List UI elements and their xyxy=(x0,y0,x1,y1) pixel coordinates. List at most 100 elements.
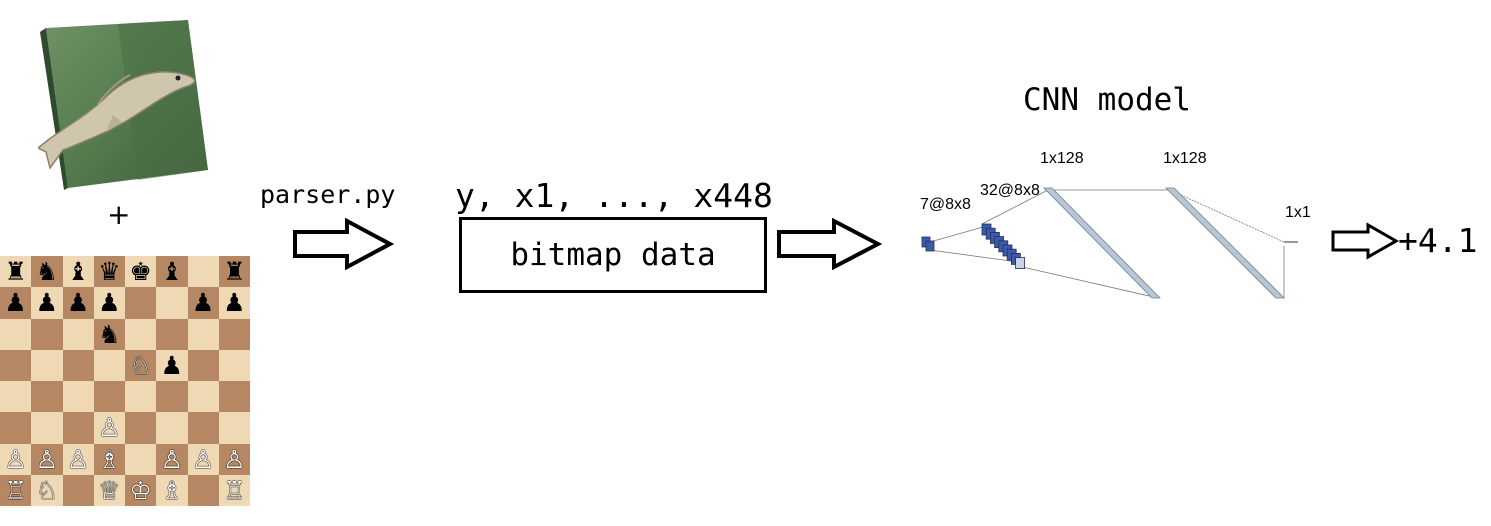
board-square: ♘ xyxy=(125,349,157,381)
conv-layer-1 xyxy=(921,236,935,252)
board-square xyxy=(62,318,94,350)
board-square xyxy=(62,381,94,413)
plus-sign: + xyxy=(107,198,131,231)
white-piece-icon: ♙ xyxy=(223,444,246,474)
white-piece-icon: ♖ xyxy=(4,475,27,505)
white-piece-icon: ♖ xyxy=(223,475,246,505)
board-square xyxy=(62,474,94,506)
black-piece-icon: ♞ xyxy=(35,257,59,287)
board-square xyxy=(31,381,63,413)
board-square: ♙ xyxy=(0,443,32,475)
board-square xyxy=(125,318,157,350)
board-square xyxy=(218,349,250,381)
board-square xyxy=(187,256,219,288)
black-piece-icon: ♟ xyxy=(223,288,246,318)
board-square xyxy=(0,412,32,444)
board-square xyxy=(156,287,188,319)
black-piece-icon: ♟ xyxy=(98,288,121,318)
board-square xyxy=(187,349,219,381)
layer-label-output: 1x1 xyxy=(1285,204,1311,221)
white-piece-icon: ♙ xyxy=(98,413,121,443)
board-square: ♗ xyxy=(93,443,125,475)
black-piece-icon: ♚ xyxy=(129,257,152,287)
cnn-diagram xyxy=(921,187,1298,299)
board-square: ♚ xyxy=(125,256,157,288)
board-square xyxy=(187,381,219,413)
black-piece-icon: ♞ xyxy=(98,319,121,349)
board-square: ♙ xyxy=(156,443,188,475)
board-square: ♙ xyxy=(93,412,125,444)
board-square: ♞ xyxy=(31,256,63,288)
board-square: ♝ xyxy=(156,256,188,288)
board-square xyxy=(125,287,157,319)
parser-arrow-icon xyxy=(293,218,394,270)
board-square xyxy=(93,349,125,381)
board-square xyxy=(218,318,250,350)
board-square: ♙ xyxy=(218,443,250,475)
board-square: ♟ xyxy=(0,287,32,319)
board-square xyxy=(187,318,219,350)
board-square: ♜ xyxy=(218,256,250,288)
conv-layer-2 xyxy=(981,223,1025,269)
board-square xyxy=(0,318,32,350)
black-piece-icon: ♝ xyxy=(160,257,184,287)
board-square xyxy=(31,412,63,444)
board-square: ♟ xyxy=(156,349,188,381)
bitmap-arrow-icon xyxy=(777,218,882,270)
board-square: ♖ xyxy=(218,474,250,506)
board-square xyxy=(0,349,32,381)
cnn-title: CNN model xyxy=(1023,82,1191,118)
parser-label: parser.py xyxy=(260,180,396,209)
black-piece-icon: ♟ xyxy=(191,288,215,318)
output-arrow-icon xyxy=(1331,222,1400,260)
fc-layer-1 xyxy=(1043,187,1161,299)
bitmap-data-label: bitmap data xyxy=(510,237,716,273)
white-piece-icon: ♕ xyxy=(98,475,121,505)
black-piece-icon: ♝ xyxy=(66,257,90,287)
white-piece-icon: ♔ xyxy=(129,475,152,505)
black-piece-icon: ♛ xyxy=(98,257,121,287)
board-square xyxy=(62,412,94,444)
white-piece-icon: ♙ xyxy=(66,444,90,474)
board-square: ♟ xyxy=(93,287,125,319)
board-square: ♕ xyxy=(93,474,125,506)
board-square xyxy=(218,381,250,413)
board-square: ♔ xyxy=(125,474,157,506)
board-square: ♗ xyxy=(156,474,188,506)
board-square xyxy=(31,318,63,350)
board-square xyxy=(125,443,157,475)
board-square xyxy=(125,381,157,413)
bitmap-data-box: bitmap data xyxy=(459,217,767,293)
layer-label-fc1: 1x128 xyxy=(1040,150,1084,167)
vector-label: y, x1, ..., x448 xyxy=(455,176,773,215)
stockfish-logo xyxy=(38,20,208,190)
fc-layer-2 xyxy=(1165,187,1285,299)
black-piece-icon: ♟ xyxy=(4,288,27,318)
white-piece-icon: ♙ xyxy=(160,444,184,474)
white-piece-icon: ♗ xyxy=(160,475,184,505)
board-square: ♞ xyxy=(93,318,125,350)
white-piece-icon: ♘ xyxy=(129,350,152,380)
board-square: ♙ xyxy=(31,443,63,475)
chess-board: ♜♞♝♛♚♝♜♟♟♟♟♟♟♞♘♟♙♙♙♙♗♙♙♙♖♘♕♔♗♖ xyxy=(0,256,250,506)
white-piece-icon: ♙ xyxy=(4,444,27,474)
black-piece-icon: ♜ xyxy=(4,257,27,287)
layer-label-input: 7@8x8 xyxy=(920,196,971,213)
board-square: ♜ xyxy=(0,256,32,288)
board-square: ♙ xyxy=(187,443,219,475)
board-square xyxy=(0,381,32,413)
white-piece-icon: ♙ xyxy=(191,444,215,474)
board-square xyxy=(156,412,188,444)
white-piece-icon: ♘ xyxy=(35,475,59,505)
white-piece-icon: ♗ xyxy=(98,444,121,474)
board-square: ♙ xyxy=(62,443,94,475)
board-square: ♟ xyxy=(62,287,94,319)
board-square xyxy=(187,412,219,444)
black-piece-icon: ♟ xyxy=(66,288,90,318)
black-piece-icon: ♟ xyxy=(35,288,59,318)
board-square: ♖ xyxy=(0,474,32,506)
board-square xyxy=(125,412,157,444)
board-square: ♟ xyxy=(218,287,250,319)
board-square: ♘ xyxy=(31,474,63,506)
layer-label-fc2: 1x128 xyxy=(1163,150,1207,167)
